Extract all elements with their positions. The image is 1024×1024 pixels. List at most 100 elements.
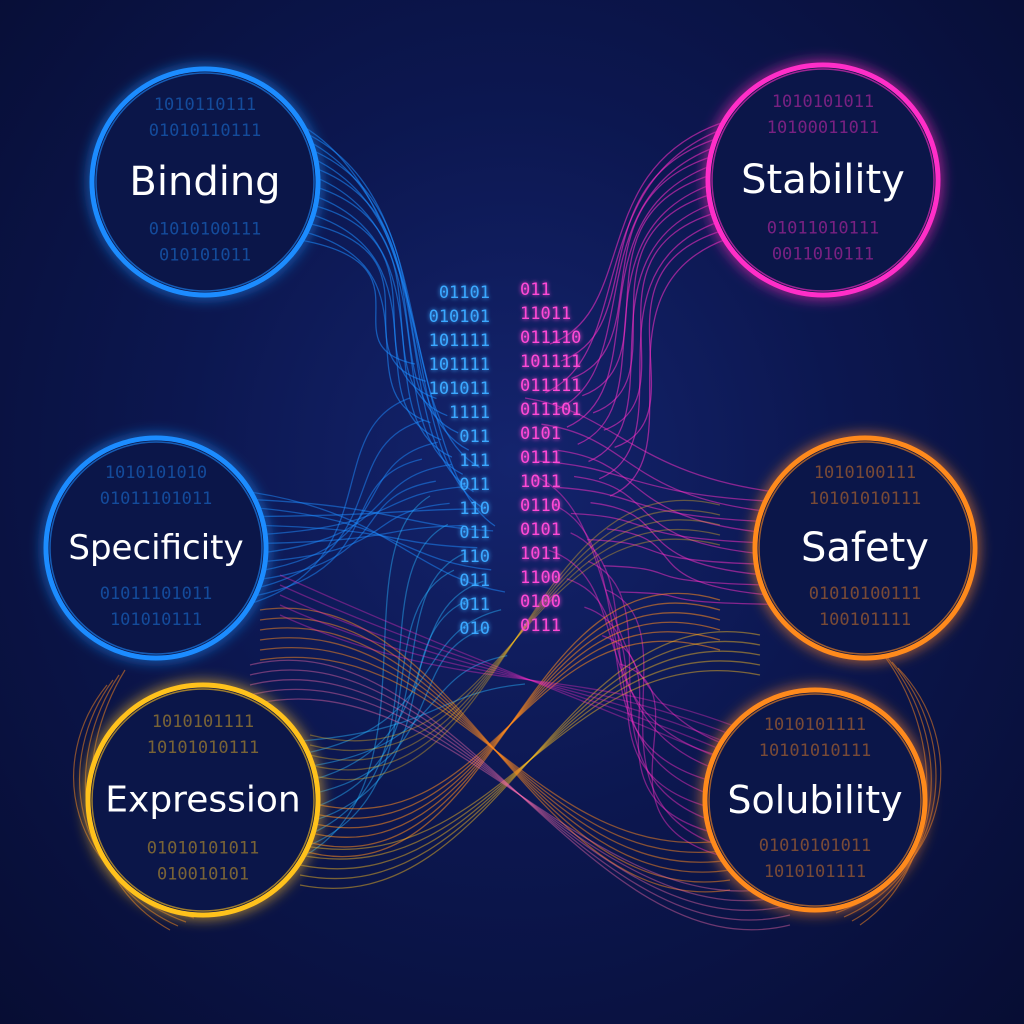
connection-line [570,512,758,544]
connection-line [299,631,761,889]
connection-line [249,679,791,911]
left-binary-stream-row: 011 [459,571,490,591]
node-binary-text: 1010101011 [772,92,874,112]
property-nodes: 101011 0111 01010110111 0101 010 011 101010101… [43,62,978,918]
left-binary-stream-row: 101011 [429,379,490,399]
connection-line [259,508,480,518]
node-fill [49,441,263,655]
node-label: Safety [801,525,929,571]
node-label: Solubility [727,778,902,822]
node-binary-text: 10101010111 [147,738,260,758]
connection-line [309,509,721,771]
node-binary-text: 100101111 [819,610,911,630]
connection-line [299,640,761,880]
node-binary-text: 010010101 [157,864,249,884]
connection-line [571,155,713,380]
left-binary-stream-row: 011 [459,595,490,615]
node-binary-text: 01011010111 [767,218,880,238]
left-binary-stream-row: 010101 [429,307,490,327]
left-binary-stream-row: 011 [459,427,490,447]
node-solubility: 1010101111101010101110101010101110101011… [702,687,928,913]
connection-line [263,463,452,554]
node-binary-text: 1010101010 [105,463,207,483]
connection-line [309,528,721,752]
connection-line [603,212,716,431]
connection-line [249,659,791,931]
node-binary-text: 01011101011 [100,489,213,509]
connection-line [552,503,713,769]
left-binary-stream-row: 010 [459,619,490,639]
connection-line [307,222,426,382]
node-label: Binding [129,159,280,205]
node-binary-text: 01011101011 [100,584,213,604]
connection-line [252,458,423,598]
connection-line [524,397,774,493]
connection-line [255,419,424,589]
connection-line [592,193,712,414]
connection-line [299,239,416,365]
connection-line [614,229,723,449]
connection-line [555,146,716,411]
left-binary-stream-row: 110 [459,499,490,519]
connection-line [548,549,718,756]
connection-line [557,449,759,533]
connection-line [279,574,781,786]
node-stability: 1010101011101000110110101101011100110101… [705,62,941,298]
connection-line [851,655,932,922]
connection-line [570,532,708,795]
node-label: Expression [105,780,300,821]
connection-line [262,485,466,536]
right-binary-stream-row: 11011 [520,304,571,324]
node-binary-text: 10101010111 [759,741,872,761]
connection-line [310,654,508,767]
connection-line [566,165,712,428]
node-label: Stability [741,157,905,203]
connection-line [249,698,791,892]
right-binary-stream-row: 1100 [520,568,561,588]
left-binary-stream-row: 1111 [449,403,490,423]
connection-line [545,128,723,394]
node-expression: 1010101111 10101010111 01010101011 01001010… [85,682,321,918]
node-binary-text: 01010101011 [759,836,872,856]
connection-line [259,656,731,844]
right-binary-stream-row: 1011 [520,472,561,492]
right-binary-stream-row: 0101 [520,424,561,444]
node-binary-text: 01010110111 [149,121,262,141]
right-binary-stream-row: 011111 [520,376,581,396]
connection-line [598,221,719,480]
connection-line [582,174,711,397]
right-binary-stream-row: 011 [520,280,551,300]
node-binary-text: 1010100111 [814,463,916,483]
node-binary-text: 01010101011 [147,838,260,858]
connection-line [606,528,768,596]
connection-line [262,502,450,563]
connection-line [619,663,724,857]
right-binary-stream-row: 0100 [520,592,561,612]
connection-line [619,591,774,605]
node-binary-text: 010101011 [159,245,251,265]
connection-line [299,650,761,870]
connection-line [588,560,710,821]
node-fill [91,688,315,912]
node-specificity: 1010101010010111010110101110101110101011… [43,435,269,661]
connection-line [609,238,728,497]
connection-line [554,486,761,522]
node-fill [758,441,972,655]
connection-line [587,538,759,565]
node-binary-text: 10101010111 [809,489,922,509]
connection-line [315,552,466,808]
connection-line [263,524,464,545]
left-binary-stream-row: 101111 [429,355,490,375]
connection-line [279,614,781,746]
connection-line [313,598,472,822]
connection-line [601,634,713,834]
connection-line [303,131,480,468]
connection-line [315,186,448,417]
connection-line [541,423,764,512]
node-binary-text: 1010101111 [152,712,254,732]
right-binary-stream-row: 0111 [520,448,561,468]
connection-line [584,606,708,808]
connection-line [560,137,719,362]
connection-line [843,661,937,918]
